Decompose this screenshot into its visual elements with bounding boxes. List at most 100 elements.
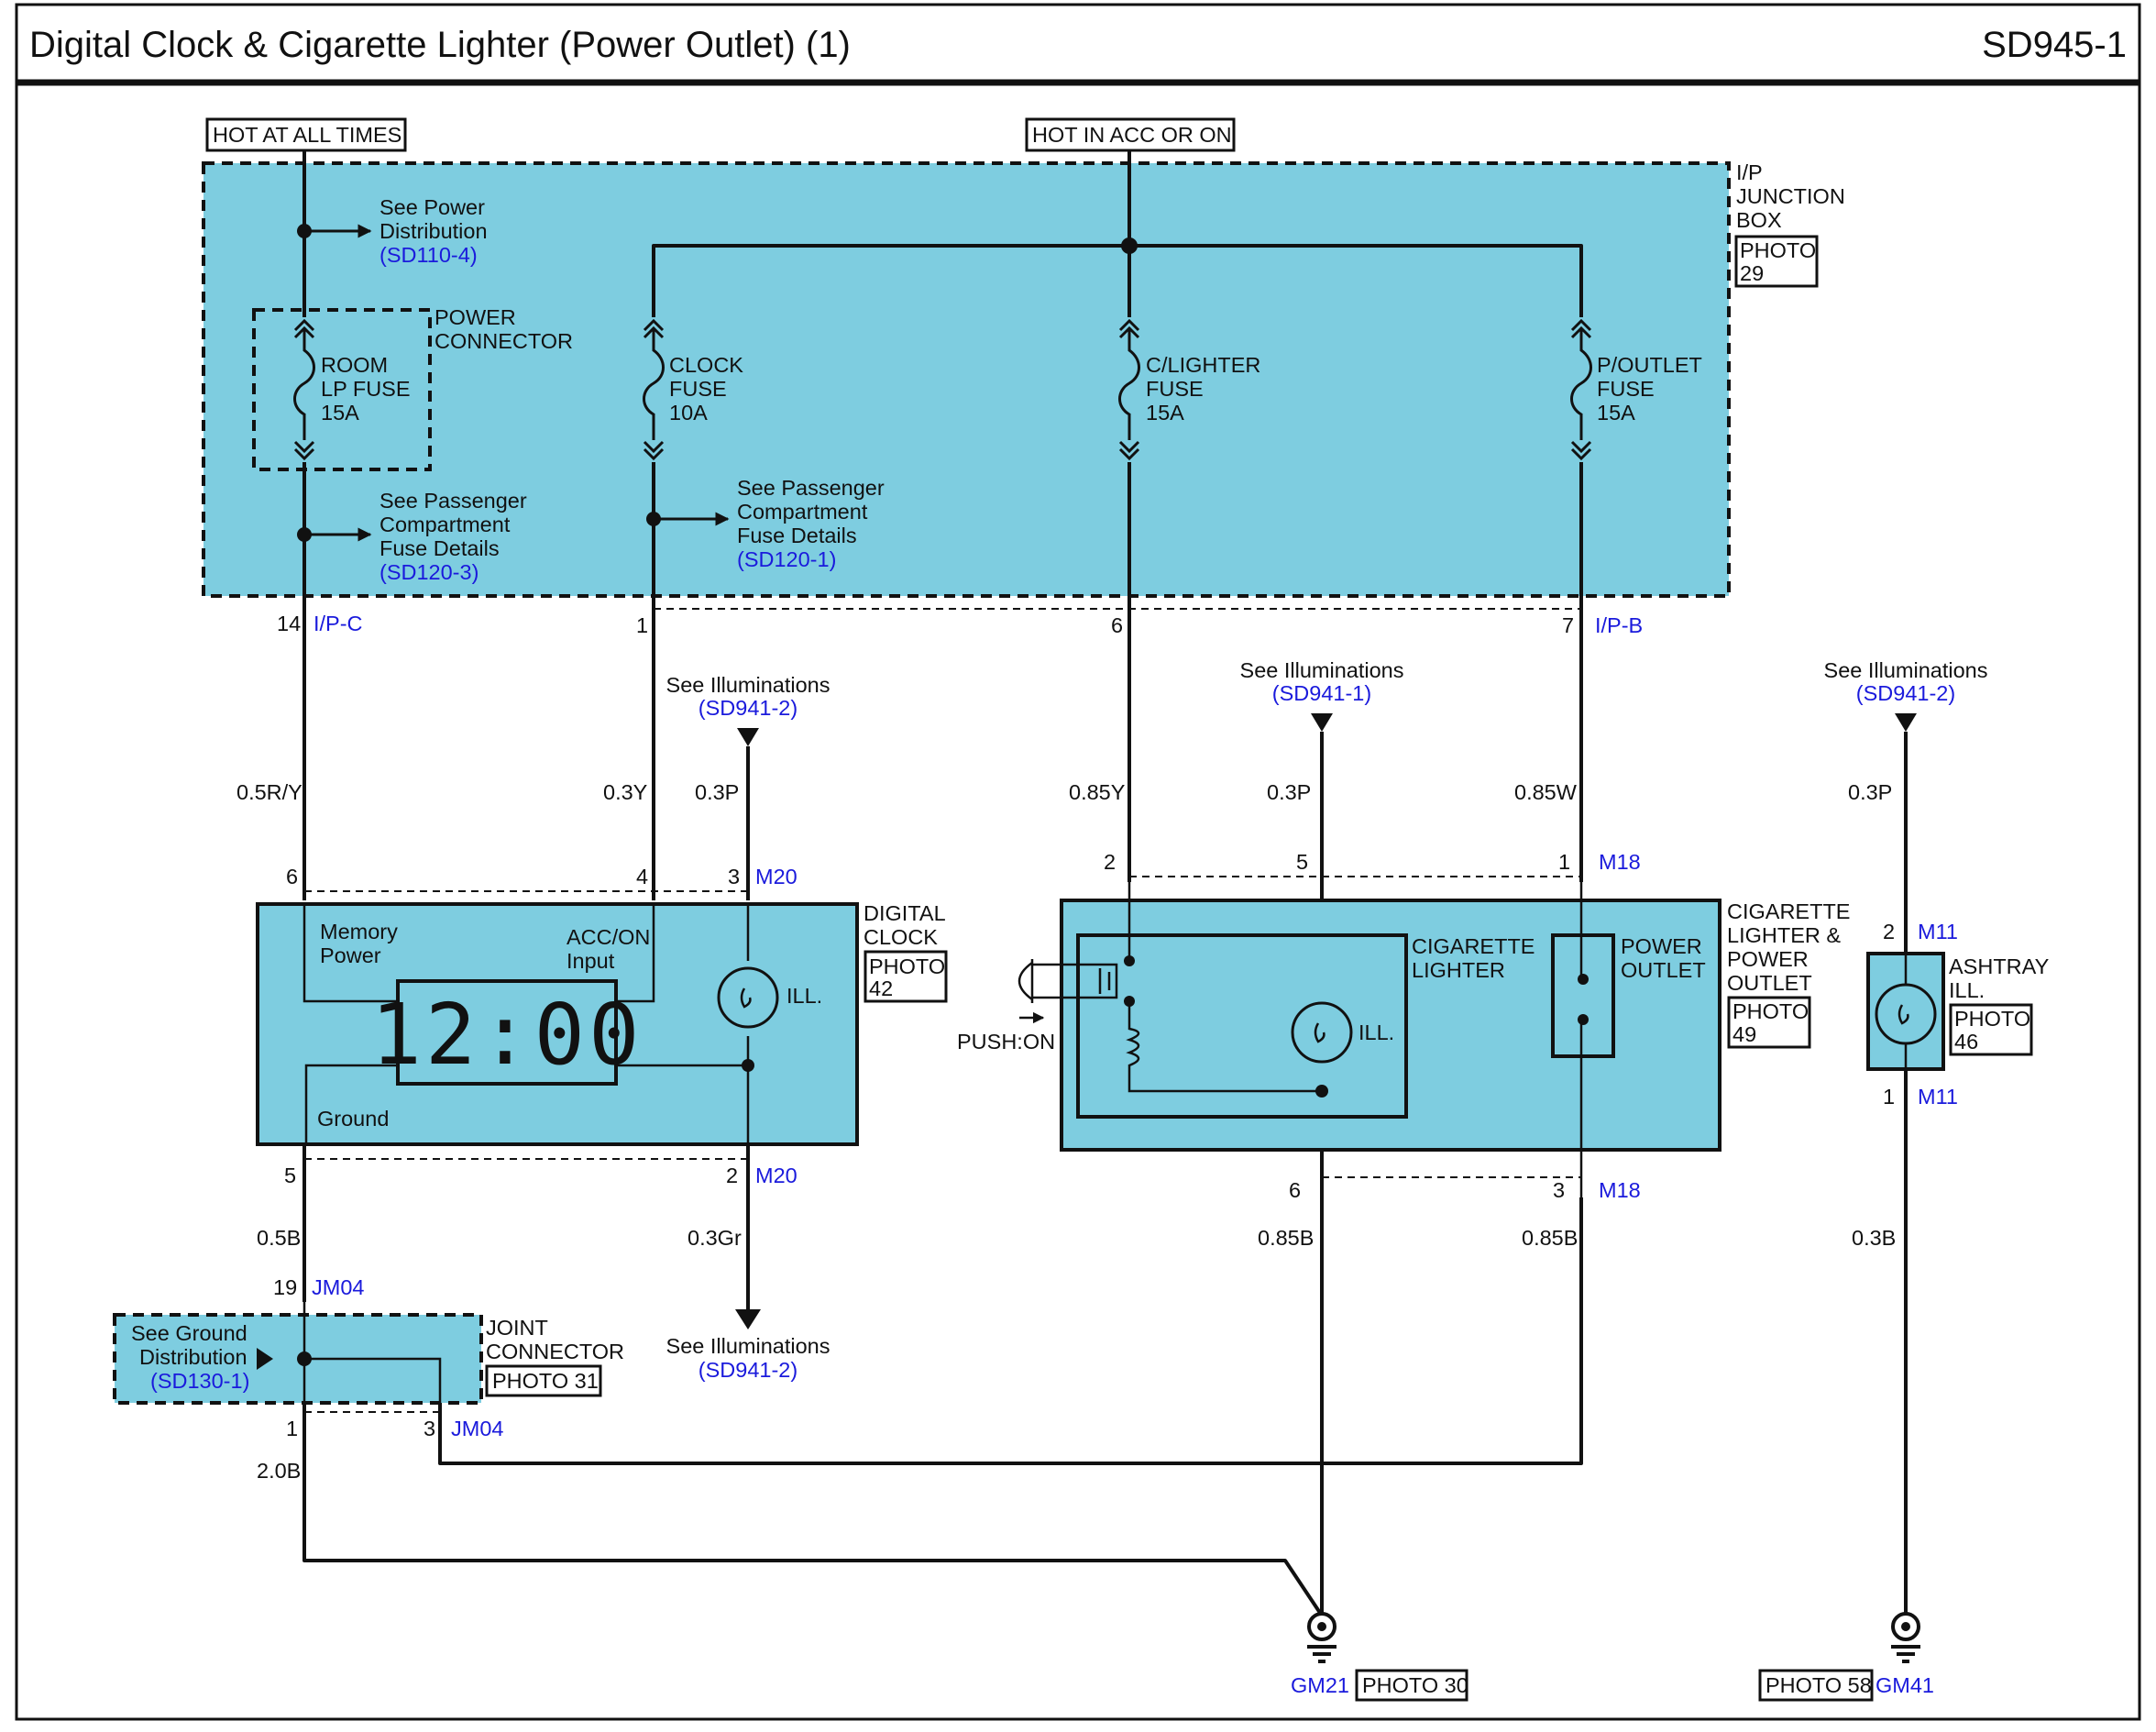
cig-photo-1: PHOTO	[1732, 999, 1809, 1023]
ref-ground-dist-code[interactable]: (SD130-1)	[150, 1369, 249, 1393]
pin-ipb-6: 6	[1111, 613, 1123, 637]
wire-jm04-3	[438, 1197, 1583, 1465]
lighter-ill-filament	[1314, 1022, 1326, 1043]
cig-name-4: OUTLET	[1727, 971, 1812, 995]
jb-name-2: JUNCTION	[1736, 184, 1845, 208]
connector-jm04-top: JM04	[312, 1275, 364, 1299]
acc-splice	[1121, 237, 1138, 254]
lighter-splice	[1315, 1085, 1328, 1098]
clock-ill-bulb	[717, 966, 779, 1029]
pin-ipc-14: 14	[277, 612, 301, 635]
clock-ill-label: ILL.	[786, 984, 822, 1008]
ref-pass-fuse-a-1[interactable]: See Passenger	[380, 489, 527, 513]
ref-power-dist-1[interactable]: See Power	[380, 195, 485, 219]
clock-acc-2: Input	[566, 949, 615, 973]
connector-m18-bottom: M18	[1599, 1178, 1641, 1202]
fuse-room-1: ROOM	[321, 353, 388, 377]
ref-ground-dist-2[interactable]: Distribution	[139, 1345, 248, 1369]
ground-gm21-icon	[1307, 1612, 1336, 1663]
wire-label-03b: 0.3B	[1852, 1226, 1896, 1250]
wire-label-085w: 0.85W	[1514, 780, 1578, 804]
pin-m20-6: 6	[286, 865, 298, 888]
ground-gm21-name: GM21	[1291, 1673, 1349, 1697]
wire-label-05ry: 0.5R/Y	[236, 780, 302, 804]
arrow-illum-clock-bottom	[735, 1309, 761, 1329]
ref-illum-clock-top-code[interactable]: (SD941-2)	[698, 696, 798, 720]
pin-m11-2: 2	[1883, 920, 1895, 943]
outlet-contact-2	[1578, 1014, 1589, 1025]
fuse-poutlet-2: FUSE	[1597, 377, 1655, 401]
ref-pass-fuse-a-3[interactable]: Fuse Details	[380, 536, 500, 560]
arrow-illum-clock-top	[737, 728, 759, 746]
pin-m18-6: 6	[1289, 1178, 1301, 1202]
push-plug-knob	[1018, 961, 1033, 1001]
pin-jm04-1: 1	[286, 1417, 298, 1440]
wire-label-05b: 0.5B	[257, 1226, 301, 1250]
jb-photo-1: PHOTO	[1740, 238, 1816, 262]
pin-ipb-1: 1	[636, 613, 648, 637]
ashtray-name-1: ASHTRAY	[1949, 954, 2050, 978]
push-plug	[1030, 959, 1118, 1003]
fuse-room-lp-symbol	[293, 318, 315, 461]
ashtray-photo-box	[1949, 1003, 2033, 1056]
ref-illum-clock-bottom-1[interactable]: See Illuminations	[666, 1334, 830, 1358]
ref-illum-ashtray-1[interactable]: See Illuminations	[1824, 658, 1988, 682]
cig-assembly-body	[1060, 899, 1722, 1152]
ref-pass-fuse-b-2[interactable]: Compartment	[737, 500, 868, 524]
power-connector-label-2: CONNECTOR	[434, 329, 573, 353]
wire-fuse-outputs	[652, 462, 1583, 596]
joint-photo: PHOTO 31	[492, 1369, 599, 1393]
pin-m18-5: 5	[1296, 850, 1308, 874]
fuse-clock-1: CLOCK	[669, 353, 743, 377]
power-connector-box	[252, 308, 432, 471]
pin-m11-1: 1	[1883, 1085, 1895, 1109]
fuse-poutlet-1: P/OUTLET	[1597, 353, 1702, 377]
connector-m20-top: M20	[755, 865, 798, 888]
ref-illum-clock-bottom-code[interactable]: (SD941-2)	[698, 1358, 798, 1382]
hot-acc-on-label: HOT IN ACC OR ON	[1032, 123, 1232, 147]
ref-illum-ashtray-code[interactable]: (SD941-2)	[1856, 681, 1955, 705]
cig-photo-2: 49	[1732, 1022, 1756, 1046]
connector-ipb: I/P-B	[1595, 613, 1643, 637]
wire-20b-ground	[302, 1403, 1324, 1617]
clock-photo-2: 42	[869, 976, 893, 1000]
ref-illum-lighter-code[interactable]: (SD941-1)	[1272, 681, 1371, 705]
ground-gm41-photo: PHOTO 58	[1766, 1673, 1872, 1697]
clock-ground-label: Ground	[317, 1107, 389, 1131]
fuse-group	[293, 318, 1592, 461]
ref-pass-fuse-b-code[interactable]: (SD120-1)	[737, 547, 836, 571]
wire-label-03gr: 0.3Gr	[688, 1226, 742, 1250]
cig-lighter-label-2: LIGHTER	[1412, 958, 1505, 982]
ref-pass-fuse-a-2[interactable]: Compartment	[380, 513, 511, 536]
clock-memory-2: Power	[320, 943, 381, 967]
arrow-illum-lighter	[1311, 713, 1333, 732]
ground-gm41-icon	[1891, 1612, 1920, 1663]
hot-acc-on-box	[1025, 117, 1236, 152]
ashtray-photo-2: 46	[1954, 1030, 1978, 1054]
hot-at-all-times-label: HOT AT ALL TIMES	[213, 123, 402, 147]
ref-power-dist-2[interactable]: Distribution	[380, 219, 488, 243]
pin-m20-4: 4	[636, 865, 648, 888]
ref-illum-clock-top-1[interactable]: See Illuminations	[666, 673, 830, 697]
ref-pass-fuse-a-code[interactable]: (SD120-3)	[380, 560, 478, 584]
outlet-contact-1	[1578, 974, 1589, 985]
lighter-contact-2	[1124, 996, 1135, 1007]
pin-jm04-3: 3	[424, 1417, 435, 1440]
ref-illum-lighter-1[interactable]: See Illuminations	[1240, 658, 1404, 682]
ground-gm21-photo-box	[1355, 1669, 1468, 1702]
ref-ground-dist-1[interactable]: See Ground	[131, 1321, 248, 1345]
ref-power-dist-code[interactable]: (SD110-4)	[380, 243, 478, 267]
ref-pass-fuse-b-3[interactable]: Fuse Details	[737, 524, 857, 547]
power-outlet-label-1: POWER	[1621, 934, 1702, 958]
ashtray-photo-1: PHOTO	[1954, 1007, 2030, 1031]
pin-m20-2: 2	[726, 1164, 738, 1187]
ground-gm41-name: GM41	[1876, 1673, 1934, 1697]
ashtray-ill-filament	[1898, 1004, 1909, 1025]
fuse-clighter-2: FUSE	[1146, 377, 1204, 401]
ashtray-name-2: ILL.	[1949, 978, 1985, 1002]
pin-m18-1: 1	[1558, 850, 1570, 874]
clock-display: 12:00	[371, 986, 644, 1084]
page-title: Digital Clock & Cigarette Lighter (Power…	[29, 25, 851, 65]
ref-pass-fuse-b-1[interactable]: See Passenger	[737, 476, 885, 500]
